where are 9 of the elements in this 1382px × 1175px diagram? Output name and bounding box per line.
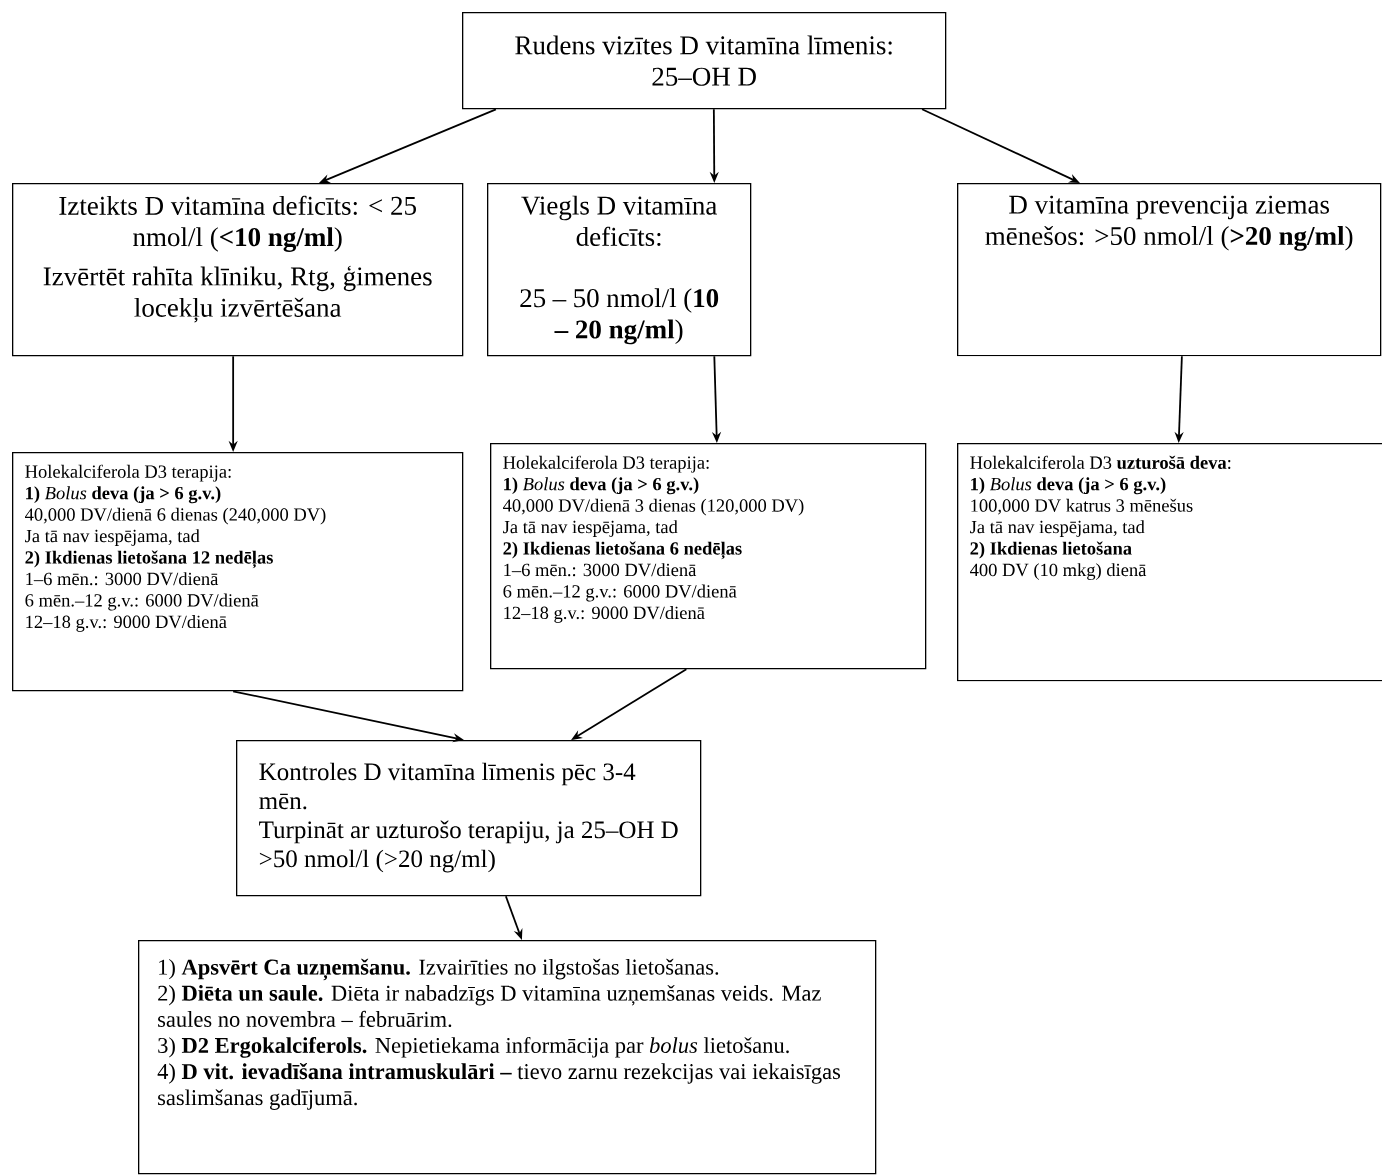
process-box: D vitamīna prevencija ziemas mēnešos: >50 nmol/l (>20 ng/ml): [957, 183, 1382, 357]
therapy-box: Holekalciferola D3 terapija: 1) Bolus deva (ja > 6 g.v.) 40,000 DV/dienā 3 dienas (120,000 DV) Ja tā nav iespējama, tad 2) Ikdienas lietošana 6 nedēļas 1–6 mēn.: 3000 DV/dienā 6 mēn.–12 g.v.: 6000 DV/dienā 12–18 g.v.: 9000 DV/dienā: [490, 443, 927, 670]
process-box: Viegls D vitamīna deficīts: 25 – 50 nmol/l (10 – 20 ng/ml): [487, 183, 752, 357]
process-box: Kontroles D vitamīna līmenis pēc 3-4 mēn. Turpināt ar uzturošo terapiju, ja 25–OH D >50 nmol/l (>20 ng/ml): [236, 740, 702, 897]
therapy-box: Holekalciferola D3 uzturošā deva: 1) Bolus deva (ja > 6 g.v.) 100,000 DV katrus 3 mēnešus Ja tā nav iespējama, tad 2) Ikdienas lietošana 400 DV (10 mkg) dienā: [957, 443, 1382, 682]
process-box: Rudens vizītes D vitamīna līmenis: 25–OH D: [462, 12, 947, 110]
notes-box: 1) Apsvērt Ca uzņemšanu. Izvairīties no ilgstošas lietošanas. 2) Diēta un saule. Diēta ir nabadzīgs D vitamīna uzņemšanas veids. Maz saules no novembra – februārim. 3) D2 Ergokalciferols. Nepietiekama informācija par bolus lietošanu. 4) D vit. ievadīšana intramuskulāri – tievo zarnu rezekcijas vai iekaisīgas saslimšanas gadījumā.: [138, 940, 877, 1175]
process-box: Izteikts D vitamīna deficīts: < 25 nmol/l (<10 ng/ml) Izvērtēt rahīta klīniku, Rtg, ģimenes locekļu izvērtēšana: [12, 183, 464, 357]
therapy-box: Holekalciferola D3 terapija: 1) Bolus deva (ja > 6 g.v.) 40,000 DV/dienā 6 dienas (240,000 DV) Ja tā nav iespējama, tad 2) Ikdienas lietošana 12 nedēļas 1–6 mēn.: 3000 DV/dienā 6 mēn.–12 g.v.: 6000 DV/dienā 12–18 g.v.: 9000 DV/dienā: [12, 452, 464, 692]
